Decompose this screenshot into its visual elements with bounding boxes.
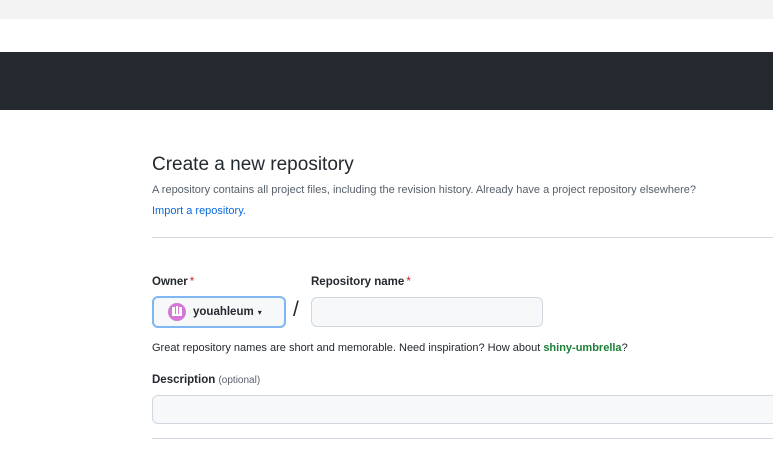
page-gap [0, 19, 773, 52]
owner-label-text: Owner [152, 276, 188, 288]
browser-top-strip [0, 0, 773, 19]
repository-name-label: Repository name* [311, 276, 411, 288]
import-repository-link[interactable]: Import a repository. [152, 205, 246, 217]
hint-text: Great repository names are short and mem… [152, 342, 544, 354]
page-title: Create a new repository [152, 154, 354, 175]
repository-name-required-mark: * [406, 276, 411, 288]
repository-name-hint: Great repository names are short and mem… [152, 342, 628, 354]
owner-required-mark: * [189, 276, 195, 288]
hint-end: ? [621, 342, 628, 354]
site-header [0, 52, 773, 110]
divider [152, 438, 773, 439]
description-label-text: Description [152, 374, 216, 386]
name-suggestion-link[interactable]: shiny-umbrella [543, 342, 622, 354]
owner-name: youahleum [193, 306, 254, 318]
owner-label: Owner* [152, 276, 194, 288]
owner-repo-separator: / [293, 298, 299, 321]
owner-select-button[interactable]: youahleum ▾ [152, 296, 286, 328]
repository-name-label-text: Repository name [311, 276, 405, 288]
description-label: Description (optional) [152, 374, 260, 386]
owner-avatar-icon [168, 303, 186, 321]
divider [152, 237, 773, 238]
description-optional: (optional) [218, 375, 261, 386]
page-subtitle: A repository contains all project files,… [152, 184, 696, 196]
caret-down-icon: ▾ [257, 307, 262, 317]
repository-name-input[interactable] [311, 297, 543, 327]
description-input[interactable] [152, 395, 773, 424]
